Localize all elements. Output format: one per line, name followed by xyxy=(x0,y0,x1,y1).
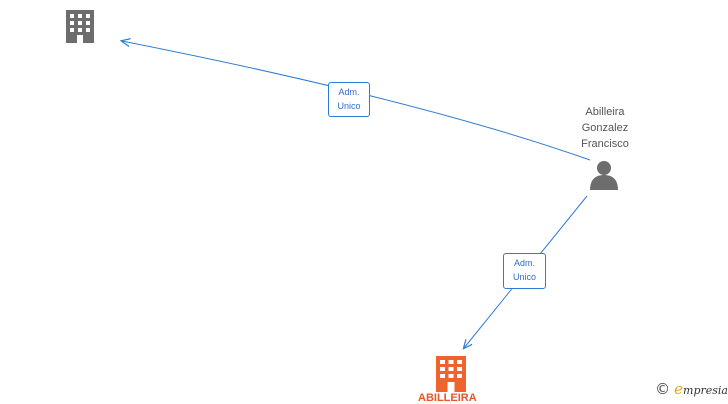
edge-person-to-top-company xyxy=(122,41,591,161)
edge-label-top[interactable]: Adm. Unico xyxy=(328,82,370,117)
company-name-label[interactable]: ABILLEIRA xyxy=(418,392,477,404)
edge-label-top-line2: Unico xyxy=(337,101,361,111)
person-icon[interactable] xyxy=(590,161,618,190)
edge-label-bottom-line1: Adm. xyxy=(513,258,535,268)
edge-label-top-line1: Adm. xyxy=(338,87,360,97)
edge-label-bottom-line2: Unico xyxy=(512,272,536,282)
building-icon[interactable] xyxy=(66,10,94,43)
edge-label-bottom[interactable]: Adm. Unico xyxy=(503,253,546,289)
brand-name: mpresia xyxy=(683,384,728,397)
empresia-watermark: ©empresia xyxy=(655,380,728,398)
highlighted-building-icon[interactable] xyxy=(436,356,466,392)
copyright-icon: © xyxy=(655,380,671,398)
person-name-label[interactable]: Abilleira Gonzalez Francisco xyxy=(581,106,629,150)
brand-initial: e xyxy=(674,380,684,398)
